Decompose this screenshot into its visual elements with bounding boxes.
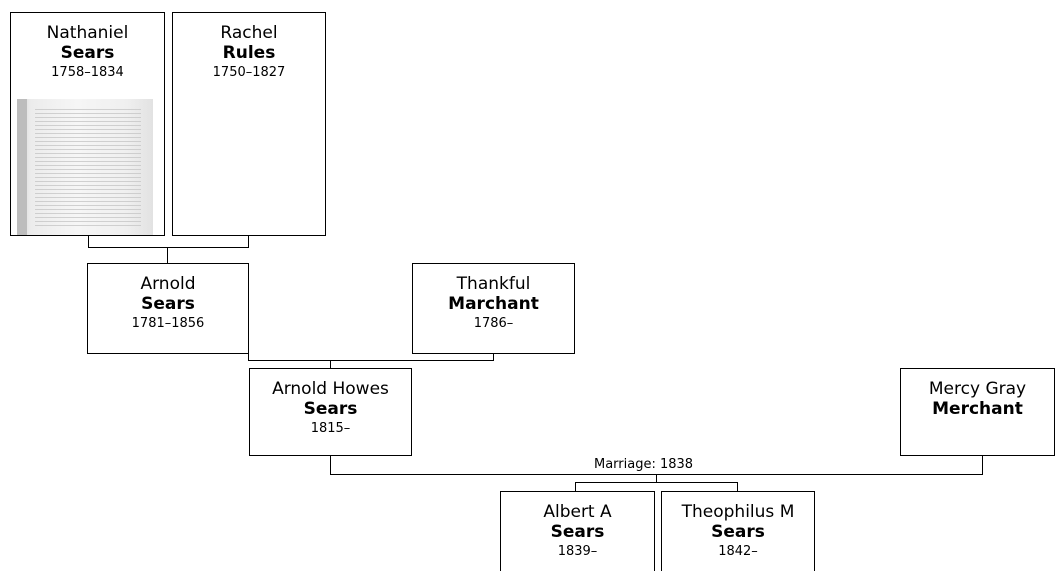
surname: Marchant bbox=[448, 294, 539, 314]
first-name: Rachel bbox=[220, 23, 278, 43]
life-dates: 1781–1856 bbox=[131, 316, 205, 331]
connector-nathaniel-down bbox=[88, 236, 89, 248]
connector-thankful-down bbox=[493, 354, 494, 361]
first-name: Mercy Gray bbox=[928, 379, 1027, 399]
connector-arnold-howes-down bbox=[330, 456, 331, 475]
surname: Sears bbox=[550, 522, 605, 542]
marriage-label: Marriage: 1838 bbox=[593, 457, 695, 472]
person-nathaniel-sears[interactable]: Nathaniel Sears 1758–1834 bbox=[10, 12, 165, 236]
document-image[interactable] bbox=[17, 99, 153, 235]
person-arnold-sears[interactable]: Arnold Sears 1781–1856 bbox=[87, 263, 249, 354]
connector-children-horizontal bbox=[575, 482, 738, 483]
first-name: Arnold bbox=[140, 274, 196, 294]
first-name: Thankful bbox=[456, 274, 531, 294]
first-name: Nathaniel bbox=[46, 23, 129, 43]
life-dates: 1786– bbox=[473, 316, 514, 331]
surname: Merchant bbox=[932, 399, 1023, 419]
surname: Sears bbox=[303, 399, 358, 419]
life-dates: 1815– bbox=[310, 421, 351, 436]
life-dates: 1758–1834 bbox=[51, 65, 124, 80]
surname: Sears bbox=[711, 522, 765, 542]
first-name: Arnold Howes bbox=[272, 379, 389, 399]
connector-to-albert bbox=[575, 482, 576, 491]
life-dates: 1750–1827 bbox=[212, 65, 286, 80]
surname: Sears bbox=[60, 43, 115, 63]
person-mercy-gray-merchant[interactable]: Mercy Gray Merchant bbox=[900, 368, 1055, 456]
person-thankful-marchant[interactable]: Thankful Marchant 1786– bbox=[412, 263, 575, 354]
first-name: Theophilus M bbox=[681, 502, 795, 522]
surname: Rules bbox=[222, 43, 276, 63]
connector-marriage-down bbox=[656, 474, 657, 483]
person-albert-a-sears[interactable]: Albert A Sears 1839– bbox=[500, 491, 655, 571]
connector-mercy-down bbox=[982, 456, 983, 475]
connector-couple2-horizontal bbox=[248, 360, 494, 361]
person-theophilus-m-sears[interactable]: Theophilus M Sears 1842– bbox=[661, 491, 815, 571]
connector-couple1-horizontal bbox=[88, 247, 249, 248]
connector-rachel-down bbox=[248, 236, 249, 248]
document-image-edge bbox=[17, 99, 27, 235]
person-arnold-howes-sears[interactable]: Arnold Howes Sears 1815– bbox=[249, 368, 412, 456]
surname: Sears bbox=[141, 294, 195, 314]
first-name: Albert A bbox=[543, 502, 612, 522]
document-image-text-lines bbox=[35, 109, 141, 227]
life-dates: 1842– bbox=[718, 544, 758, 559]
person-rachel-rules[interactable]: Rachel Rules 1750–1827 bbox=[172, 12, 326, 236]
connector-to-arnold bbox=[167, 247, 168, 263]
connector-arnold-down bbox=[248, 354, 249, 361]
connector-to-theophilus bbox=[737, 482, 738, 491]
life-dates: 1839– bbox=[557, 544, 598, 559]
connector-to-arnold-howes bbox=[330, 360, 331, 368]
